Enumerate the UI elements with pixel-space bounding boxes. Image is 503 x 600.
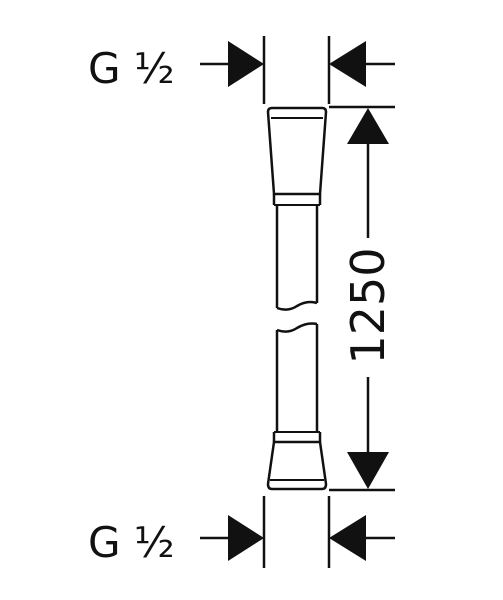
bottom-thread-dimension: G ½	[88, 496, 395, 568]
upper-hose-break	[276, 300, 318, 311]
shower-hose	[266, 106, 328, 491]
bottom-nut	[266, 440, 328, 491]
length-top-arrow	[347, 108, 389, 144]
length-dimension: 1250	[329, 105, 395, 492]
bottom-thread-label: G ½	[88, 518, 175, 567]
bottom-right-arrow	[329, 515, 366, 561]
top-thread-label: G ½	[88, 44, 175, 93]
length-label: 1250	[341, 247, 395, 364]
top-nut	[266, 106, 328, 196]
top-right-arrow	[329, 41, 366, 87]
top-left-arrow	[228, 41, 264, 87]
top-thread-dimension: G ½	[88, 36, 395, 104]
lower-hose-break	[276, 322, 318, 333]
length-bottom-arrow	[347, 452, 389, 489]
bottom-left-arrow	[228, 515, 264, 561]
